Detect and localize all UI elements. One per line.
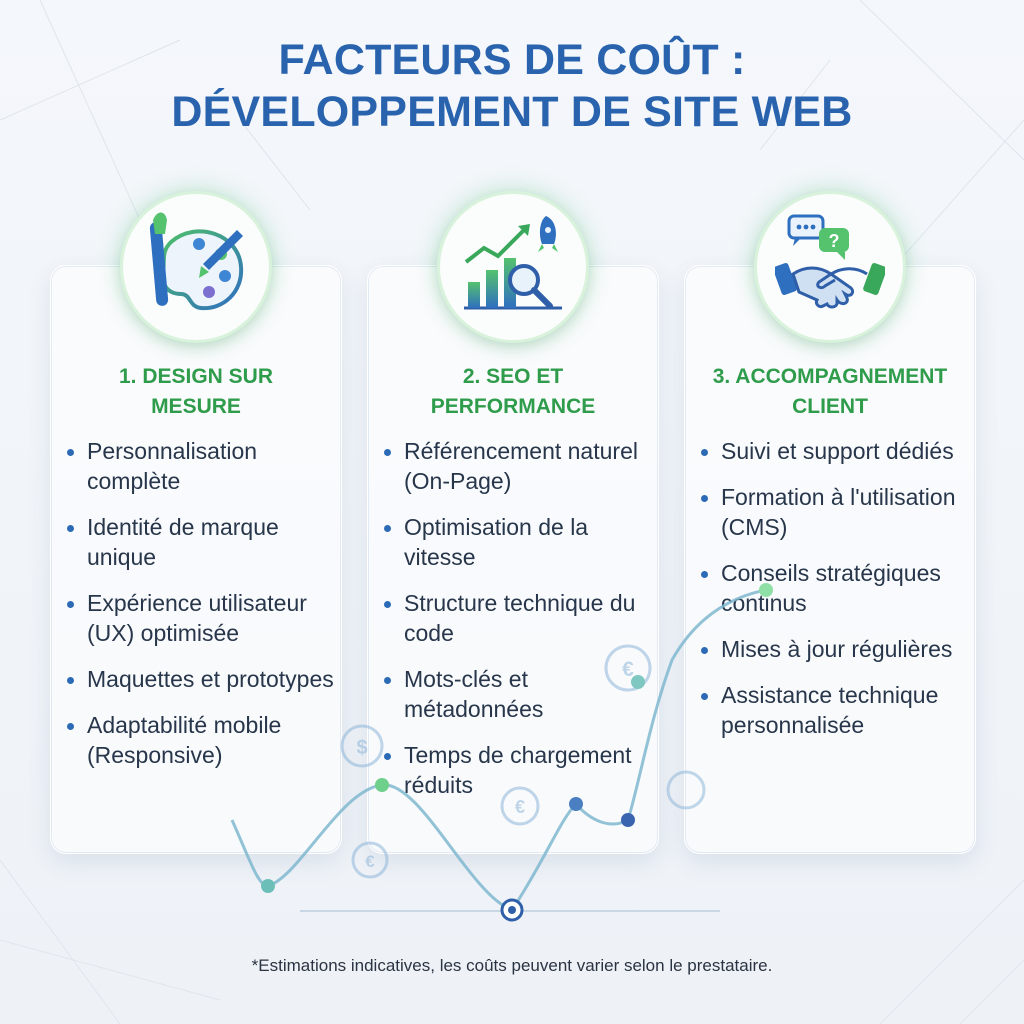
card-seo: 2. SEO ET PERFORMANCE Référencement natu… [367, 194, 659, 854]
card-title: 2. SEO ET PERFORMANCE [382, 362, 644, 422]
card-list: Personnalisation complète Identité de ma… [65, 436, 337, 786]
card-title-line-1: 1. DESIGN SUR [118, 365, 274, 388]
list-item: Assistance technique personnalisée [699, 680, 971, 740]
list-item: Personnalisation complète [65, 436, 337, 496]
list-item: Structure technique du code [382, 588, 654, 648]
card-design: 1. DESIGN SUR MESURE Personnalisation co… [50, 194, 342, 854]
page-title-line-2: DÉVELOPPEMENT DE SITE WEB [171, 88, 853, 136]
list-item: Optimisation de la vitesse [382, 512, 654, 572]
list-item: Formation à l'utilisation (CMS) [699, 482, 971, 542]
card-title-line-1: 2. SEO ET [462, 365, 564, 388]
card-title-line-2: MESURE [151, 395, 241, 418]
card-title-line-2: PERFORMANCE [430, 395, 596, 418]
list-item: Mises à jour régulières [699, 634, 971, 664]
palette-brush-icon [123, 194, 269, 340]
card-title-line-1: 3. ACCOMPAGNEMENT [712, 365, 948, 388]
list-item: Mots-clés et métadonnées [382, 664, 654, 724]
list-item: Expérience utilisateur (UX) optimisée [65, 588, 337, 648]
page-title-line-1: FACTEURS DE COÛT : [278, 36, 746, 84]
card-title: 1. DESIGN SUR MESURE [65, 362, 327, 422]
handshake-chat-icon: ? [757, 194, 903, 340]
list-item: Référencement naturel (On-Page) [382, 436, 654, 496]
card-title: 3. ACCOMPAGNEMENT CLIENT [699, 362, 961, 422]
svg-text:?: ? [829, 231, 840, 251]
list-item: Maquettes et prototypes [65, 664, 337, 694]
list-item: Identité de marque unique [65, 512, 337, 572]
footnote: *Estimations indicatives, les coûts peuv… [251, 956, 773, 975]
list-item: Adaptabilité mobile (Responsive) [65, 710, 337, 770]
list-item: Suivi et support dédiés [699, 436, 971, 466]
list-item: Conseils stratégiques continus [699, 558, 971, 618]
growth-chart-rocket-icon [440, 194, 586, 340]
card-title-line-2: CLIENT [792, 395, 868, 418]
card-accompagnement: ? 3. ACCOMPAGNEMENT CLIENT Suivi et supp… [684, 194, 976, 854]
list-item: Temps de chargement réduits [382, 740, 654, 800]
card-list: Référencement naturel (On-Page) Optimisa… [382, 436, 654, 816]
page-title: FACTEURS DE COÛT : DÉVELOPPEMENT DE SITE… [0, 34, 1024, 138]
card-list: Suivi et support dédiés Formation à l'ut… [699, 436, 971, 756]
